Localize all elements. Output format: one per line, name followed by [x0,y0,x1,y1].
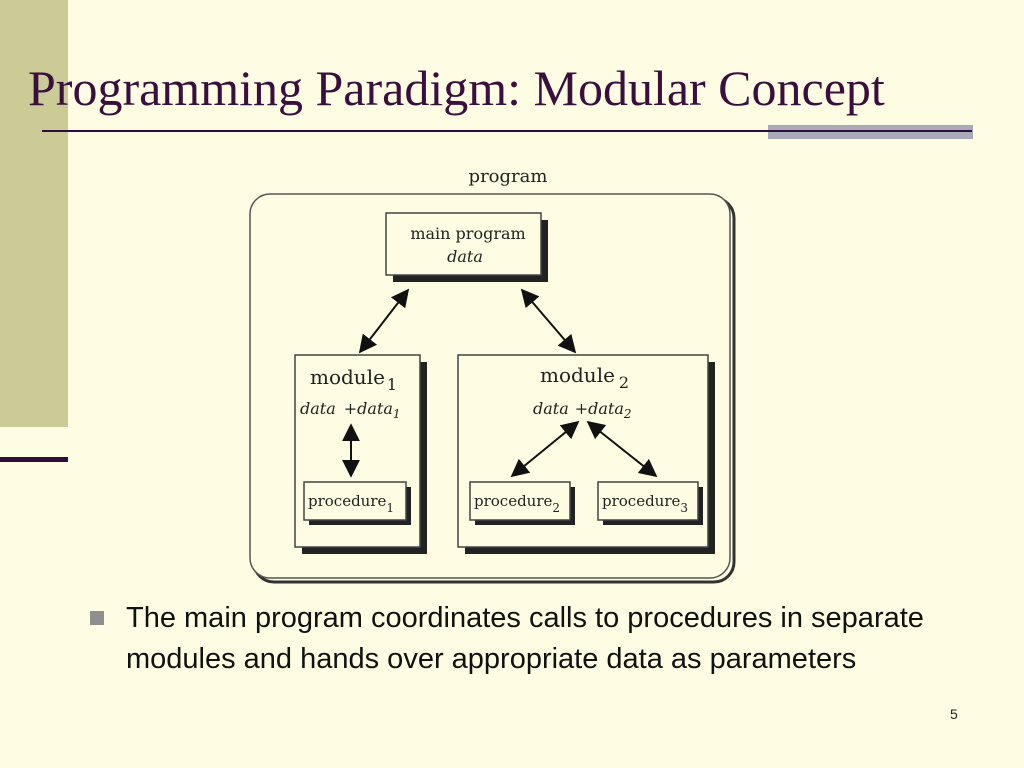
module1-data: data+data1 [300,399,401,421]
page-number: 5 [950,706,958,722]
module2-subscript: 2 [619,373,629,392]
side-decoration-rule [0,457,68,462]
title-rule [42,130,972,132]
procedure1-subscript: 1 [386,501,394,515]
arrow-module2-to-procedure2 [510,420,580,478]
module1-data-b: data [357,399,393,418]
arrow-main-to-module1 [358,288,410,354]
procedure3-label: procedure3 [602,492,688,515]
module1-data-a: data [300,399,336,418]
arrow-module2-to-procedure3 [586,420,658,478]
arrow-main-to-module2 [520,288,577,354]
procedure2-subscript: 2 [552,501,560,515]
module1-subscript: 1 [387,375,397,394]
slide-title: Programming Paradigm: Modular Concept [28,60,885,116]
procedure1-name: procedure [308,492,387,510]
module2-data-a: data [533,399,569,418]
module2-data-b: data [588,399,624,418]
procedure1-label: procedure1 [308,492,394,515]
main-program-data: data [447,247,483,266]
bullet-text: The main program coordinates calls to pr… [126,602,924,675]
module2-plus: + [575,399,588,418]
module2-name: module [540,363,615,387]
main-program-box [385,212,542,276]
program-label: program [469,166,548,187]
procedure2-name: procedure [474,492,553,510]
procedure2-label: procedure2 [474,492,560,515]
title-rule-accent [768,125,973,139]
procedure3-subscript: 3 [680,501,688,515]
module2-data: data+data2 [533,399,632,421]
module2-data-subscript: 2 [623,407,632,421]
side-decoration-bar [0,0,68,427]
module1-name: module [310,365,385,389]
module1-data-subscript: 1 [393,407,401,421]
procedure1-box [303,481,407,521]
procedure2-box [469,481,571,521]
bullet-square-icon [90,611,104,625]
module1-plus: + [344,399,357,418]
procedure3-box [597,481,699,521]
procedure3-name: procedure [602,492,681,510]
main-program-title: main program [410,224,525,243]
